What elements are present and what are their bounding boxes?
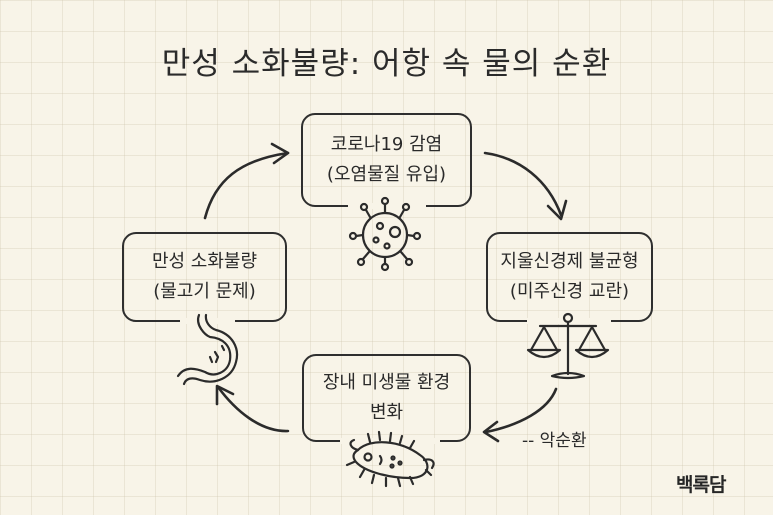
arrow-microbiome-to-dyspepsia	[215, 384, 290, 433]
virus-icon	[348, 196, 422, 272]
arrow-autonomic-to-microbiome	[482, 387, 558, 443]
brand-logo: 백록담	[676, 474, 726, 496]
node-dyspepsia-subtitle: (물고기 문제)	[153, 281, 256, 302]
vicious-cycle-label: -- 악순환	[522, 431, 587, 451]
stomach-icon	[176, 313, 239, 386]
node-autonomic-subtitle: (미주신경 교란)	[509, 281, 630, 302]
node-microbiome-title: 장내 미생물 환경	[322, 372, 451, 393]
node-dyspepsia-title: 만성 소화불량	[151, 251, 258, 272]
arrow-covid-to-autonomic	[483, 151, 568, 221]
node-microbiome-subtitle: 변화	[369, 402, 404, 423]
balance-scale-icon	[526, 312, 610, 380]
diagram-title: 만성 소화불량: 어항 속 물의 순환	[161, 46, 612, 82]
arrow-dyspepsia-to-covid	[203, 142, 290, 220]
node-autonomic-title: 지울신경제 불균형	[500, 251, 639, 272]
bacteria-icon	[345, 430, 435, 488]
node-covid-subtitle: (오염물질 유입)	[326, 164, 447, 185]
node-covid-title: 코로나19 감염	[330, 134, 443, 155]
